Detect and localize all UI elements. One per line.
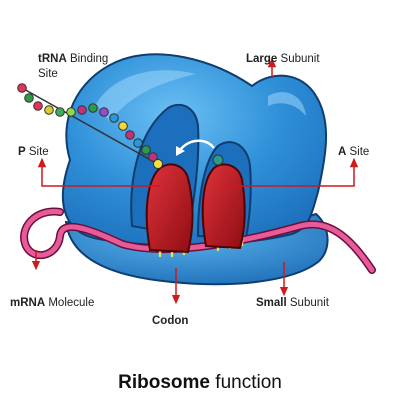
large-subunit-label: Large Subunit — [246, 53, 320, 65]
leader-lines — [31, 57, 359, 305]
trna-binding-site-label: tRNA Binding — [38, 53, 108, 65]
title-rest: function — [215, 372, 282, 393]
small-subunit-label: Small Subunit — [256, 297, 330, 309]
trna-p-site — [145, 163, 194, 254]
p-site-label: P Site — [18, 146, 49, 158]
a-label-rest: Site — [350, 146, 370, 158]
p-label-rest: Site — [29, 146, 49, 158]
transfer-arrow-head — [176, 146, 185, 156]
codon-label: Codon — [152, 315, 188, 327]
diagram-title: Ribosome function — [118, 372, 282, 393]
title-bold: Ribosome — [118, 372, 210, 393]
large-subunit-highlight-right — [268, 92, 306, 116]
p-label-bold: P — [18, 146, 26, 158]
small-label-rest: Subunit — [290, 297, 330, 309]
trna-binding-site-label-line2: Site — [38, 68, 58, 80]
large-label-bold: Large — [246, 53, 277, 65]
a-site-label: A Site — [338, 146, 369, 158]
mrna-molecule-label: mRNA Molecule — [10, 297, 94, 309]
trna-a-site — [201, 163, 246, 250]
small-label-bold: Small — [256, 297, 287, 309]
a-label-bold: A — [338, 146, 346, 158]
trna-label-rest: Binding — [70, 53, 108, 65]
mrna-label-rest: Molecule — [48, 297, 94, 309]
large-label-rest: Subunit — [281, 53, 321, 65]
trna-label-bold: tRNA — [38, 53, 67, 65]
mrna-label-bold: mRNA — [10, 297, 45, 309]
amino-acid-chain — [17, 83, 224, 169]
transfer-arrow — [179, 139, 215, 151]
large-subunit-highlight — [96, 70, 196, 122]
